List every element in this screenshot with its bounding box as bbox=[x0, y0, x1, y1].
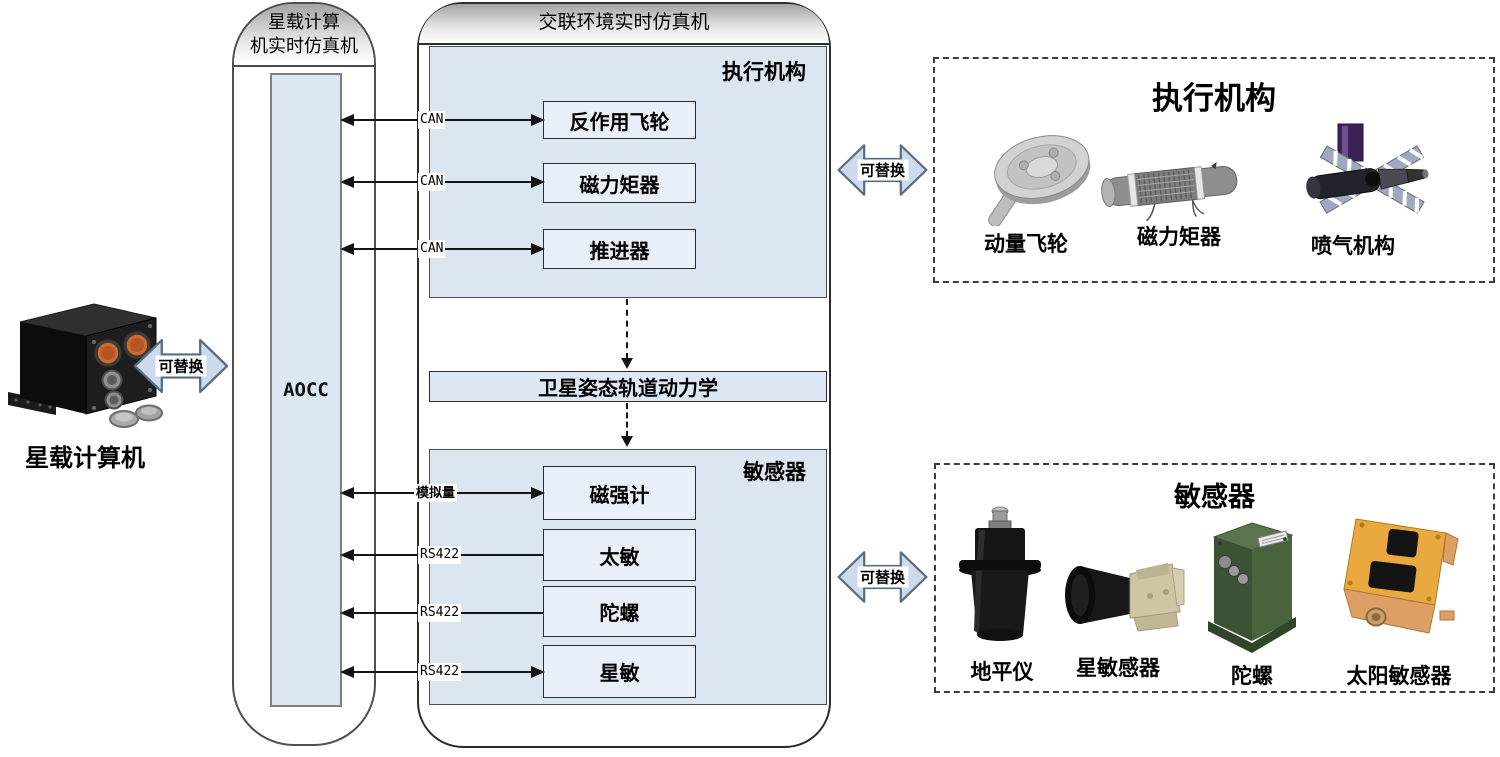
gyro-caption: 陀螺 bbox=[1231, 665, 1273, 688]
dynamics-box: 卫星姿态轨道动力学 bbox=[429, 371, 827, 402]
replace-arrow-label: 可替换 bbox=[856, 566, 909, 588]
env-simulator-title: 交联环境实时仿真机 bbox=[538, 12, 710, 34]
magnetorquer-image bbox=[1101, 162, 1238, 222]
actuator-section-label: 执行机构 bbox=[722, 61, 806, 84]
horizon-sensor-caption: 地平仪 bbox=[970, 661, 1034, 684]
sensor-panel-title: 敏感器 bbox=[1174, 482, 1255, 512]
horizon-sensor-image bbox=[959, 506, 1041, 641]
bus-label-rs422-3: RS422 bbox=[418, 663, 462, 682]
bus-label-analog: 模拟量 bbox=[414, 484, 458, 503]
replace-arrow-label: 可替换 bbox=[155, 355, 207, 377]
bus-link-star-sensor: RS422 bbox=[340, 663, 545, 682]
bus-link-gyro: RS422 bbox=[340, 604, 543, 623]
sensor-box-star-sensor: 星敏 bbox=[543, 645, 696, 698]
sensor-box-sun-sensor: 太敏 bbox=[543, 529, 696, 581]
bus-label-can-2: CAN bbox=[418, 173, 446, 192]
sensor-box-magnetometer: 磁强计 bbox=[543, 466, 696, 520]
obc-simulator-header: 星载计算 机实时仿真机 bbox=[234, 4, 374, 67]
actuator-box-reaction-wheel: 反作用飞轮 bbox=[543, 101, 696, 139]
onboard-computer-image bbox=[8, 303, 163, 428]
star-sensor-caption: 星敏感器 bbox=[1076, 657, 1160, 680]
dashed-arrow-dynamics-to-sensors bbox=[621, 403, 633, 447]
actuator-panel-title: 执行机构 bbox=[1152, 81, 1276, 116]
jet-thruster-caption: 喷气机构 bbox=[1311, 235, 1395, 258]
gyro-image bbox=[1208, 522, 1296, 653]
replace-arrow-sensors: 可替换 bbox=[833, 545, 932, 609]
magnetorquer-caption: 磁力矩器 bbox=[1137, 226, 1221, 249]
bus-label-can-3: CAN bbox=[418, 240, 446, 259]
onboard-computer-caption: 星载计算机 bbox=[25, 445, 145, 472]
sun-sensor-image bbox=[1343, 518, 1459, 634]
sun-sensor-caption: 太阳敏感器 bbox=[1346, 665, 1452, 688]
sensor-section-label: 敏感器 bbox=[743, 461, 806, 484]
replace-arrow-left: 可替换 bbox=[133, 330, 229, 402]
bus-link-thruster: CAN bbox=[340, 240, 545, 259]
jet-thruster-image bbox=[1306, 123, 1429, 214]
bus-label-rs422-1: RS422 bbox=[418, 546, 462, 565]
env-simulator-header: 交联环境实时仿真机 bbox=[419, 4, 829, 45]
actuator-box-thruster: 推进器 bbox=[543, 229, 696, 269]
obc-simulator-title-line1: 星载计算 bbox=[268, 12, 340, 33]
flywheel-image bbox=[988, 135, 1091, 226]
flywheel-caption: 动量飞轮 bbox=[984, 233, 1068, 256]
bus-link-magnetorquer: CAN bbox=[340, 173, 545, 192]
bus-label-can-1: CAN bbox=[418, 111, 446, 130]
actuator-box-magnetorquer: 磁力矩器 bbox=[543, 163, 696, 203]
replace-arrow-actuators: 可替换 bbox=[833, 138, 932, 202]
obc-simulator-title-line2: 机实时仿真机 bbox=[250, 35, 358, 56]
aocc-box: AOCC bbox=[270, 73, 342, 707]
replace-arrow-label: 可替换 bbox=[856, 159, 909, 181]
bus-label-rs422-2: RS422 bbox=[418, 604, 462, 623]
sensor-box-gyro: 陀螺 bbox=[543, 586, 696, 637]
dashed-arrow-actuators-to-dynamics bbox=[621, 299, 633, 369]
star-sensor-image bbox=[1065, 563, 1185, 632]
bus-link-magnetometer: 模拟量 bbox=[340, 484, 545, 503]
bus-link-sun-sensor: RS422 bbox=[340, 546, 543, 565]
bus-link-reaction-wheel: CAN bbox=[340, 111, 545, 130]
